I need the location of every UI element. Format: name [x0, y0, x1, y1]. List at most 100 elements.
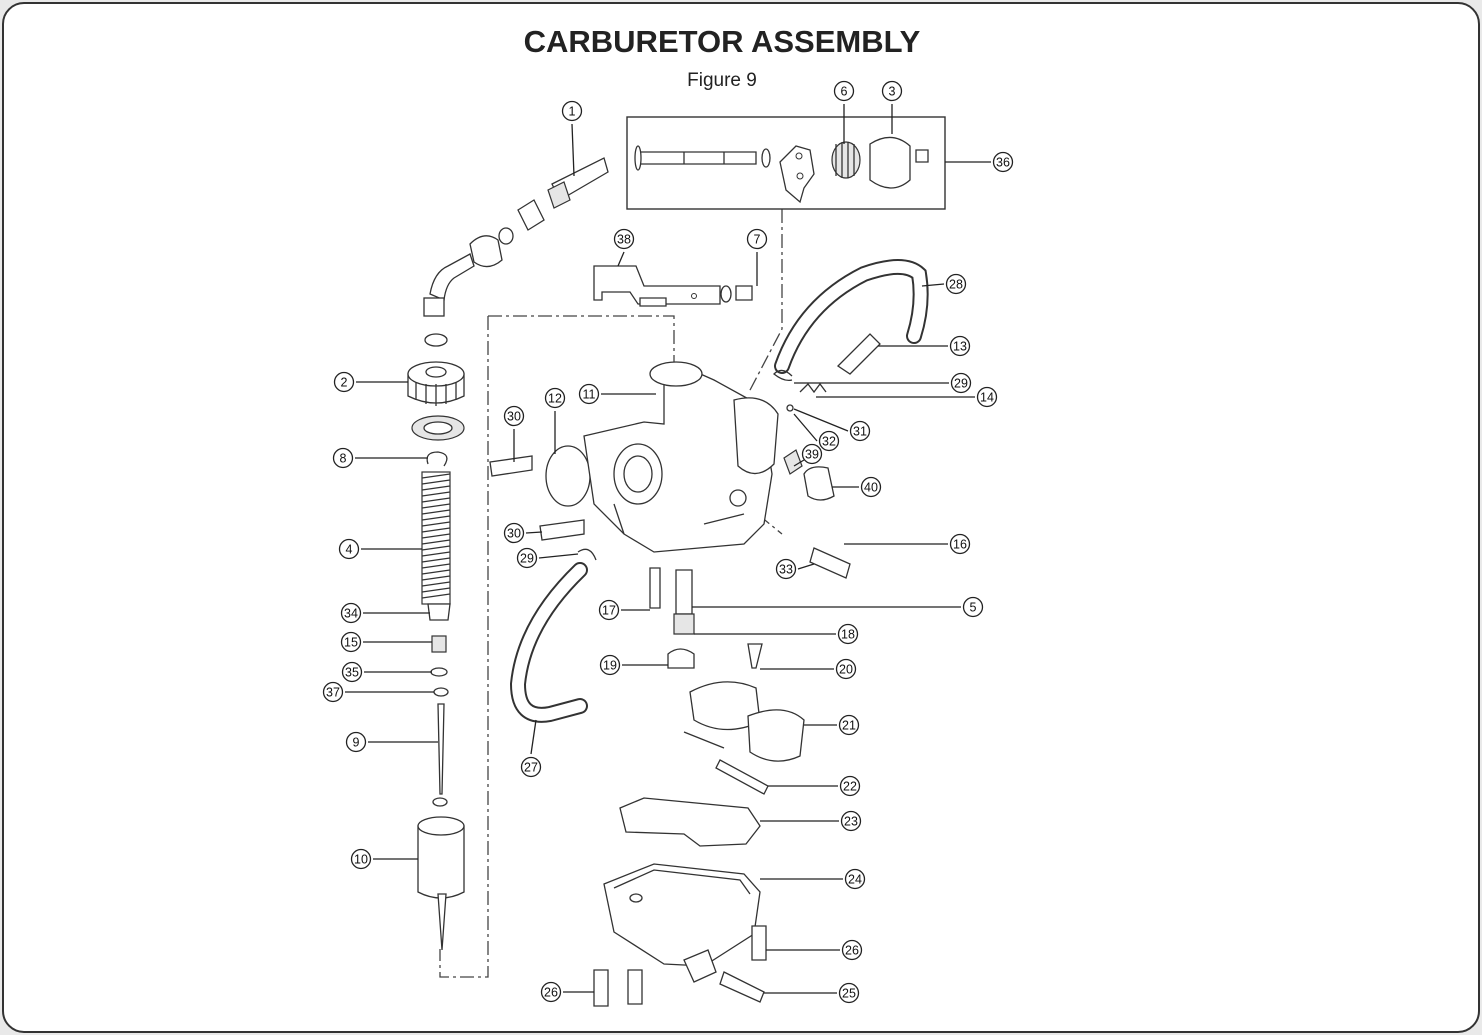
callout-circle	[503, 522, 525, 544]
throttle-shaft-detail-box	[626, 116, 946, 210]
callout-circle	[333, 371, 355, 393]
callout-number: 4	[346, 543, 353, 557]
callout-number: 12	[548, 392, 562, 406]
washer-35	[430, 667, 448, 677]
throttle-valve	[417, 816, 465, 951]
leader-line-30	[525, 531, 543, 534]
alignment-line-shaft	[748, 209, 783, 393]
leader-line-27	[530, 719, 537, 755]
callout-number: 31	[853, 425, 867, 439]
callout-35: 35	[341, 661, 363, 683]
callout-circle	[976, 386, 998, 408]
idle-screw	[809, 547, 851, 579]
callout-number: 26	[845, 944, 859, 958]
callout-circle	[340, 602, 362, 624]
o-ring	[545, 445, 591, 507]
callout-number: 29	[954, 377, 968, 391]
callout-number: 37	[326, 686, 340, 700]
callout-24: 24	[844, 868, 866, 890]
cable-bracket	[593, 265, 753, 307]
callout-circle	[322, 681, 344, 703]
leader-line-32	[793, 413, 818, 442]
callout-number: 10	[354, 853, 368, 867]
callout-number: 30	[507, 410, 521, 424]
callout-1: 1	[561, 100, 583, 122]
callout-number: 11	[583, 388, 596, 402]
slow-jet	[649, 567, 661, 609]
callout-circle	[992, 151, 1014, 173]
callout-37: 37	[322, 681, 344, 703]
callout-circle	[746, 228, 768, 250]
callout-circle	[945, 273, 967, 295]
callout-20: 20	[835, 658, 857, 680]
jet-needle-spring	[431, 635, 447, 653]
callout-circle	[775, 558, 797, 580]
needle-jet	[675, 569, 693, 615]
callout-6: 6	[833, 80, 855, 102]
callout-10: 10	[350, 848, 372, 870]
callout-circle	[840, 810, 862, 832]
leader-line-39	[793, 459, 805, 467]
float-valve	[747, 643, 763, 669]
callout-2: 2	[333, 371, 355, 393]
callout-circle	[835, 658, 857, 680]
callout-circle	[503, 405, 525, 427]
callout-27: 27	[520, 756, 542, 778]
callout-circle	[833, 80, 855, 102]
callout-33: 33	[775, 558, 797, 580]
callout-18: 18	[837, 623, 859, 645]
air-screw	[836, 333, 881, 375]
callout-12: 12	[544, 387, 566, 409]
jet-needle	[437, 703, 445, 795]
callout-11: 11	[578, 383, 600, 405]
callout-number: 22	[843, 780, 857, 794]
callout-circle	[838, 982, 860, 1004]
callout-number: 35	[345, 666, 359, 680]
callout-circle	[950, 372, 972, 394]
callout-13: 13	[949, 335, 971, 357]
callout-circle	[949, 335, 971, 357]
callout-26: 26	[540, 981, 562, 1003]
callout-number: 5	[970, 601, 977, 615]
callout-number: 27	[524, 761, 538, 775]
callout-number: 18	[841, 628, 855, 642]
callout-9: 9	[345, 731, 367, 753]
callout-circle	[849, 420, 871, 442]
callout-circle	[578, 383, 600, 405]
callout-circle	[540, 981, 562, 1003]
callout-number: 34	[344, 607, 358, 621]
mixing-chamber-cap	[407, 361, 465, 406]
callout-number: 25	[842, 987, 856, 1001]
stud-lower	[539, 519, 585, 541]
callout-7: 7	[746, 228, 768, 250]
callout-number: 1	[569, 105, 576, 119]
callout-number: 39	[805, 448, 819, 462]
alignment-line-needle	[439, 315, 675, 978]
callout-number: 28	[949, 278, 963, 292]
callout-number: 24	[848, 873, 862, 887]
callout-circle	[838, 714, 860, 736]
callout-number: 40	[864, 481, 878, 495]
callout-circle	[613, 228, 635, 250]
callout-22: 22	[839, 775, 861, 797]
callout-circle	[844, 868, 866, 890]
callout-number: 9	[353, 736, 360, 750]
callout-29: 29	[950, 372, 972, 394]
cable-adjuster	[423, 157, 609, 317]
float-bowl	[603, 863, 761, 983]
callout-circle	[516, 547, 538, 569]
float-bowl-gasket	[619, 797, 761, 847]
callout-number: 30	[507, 527, 521, 541]
carburetor-body	[583, 361, 779, 553]
callout-circle	[350, 848, 372, 870]
callout-number: 20	[839, 663, 853, 677]
choke-plunger	[803, 466, 835, 501]
callout-number: 36	[996, 156, 1010, 170]
callout-number: 13	[953, 340, 967, 354]
bowl-screw-right	[751, 925, 767, 961]
bowl-screw-middle	[627, 969, 643, 1005]
callout-circle	[839, 775, 861, 797]
callout-30: 30	[503, 522, 525, 544]
figure-title: CARBURETOR ASSEMBLY	[523, 24, 921, 59]
